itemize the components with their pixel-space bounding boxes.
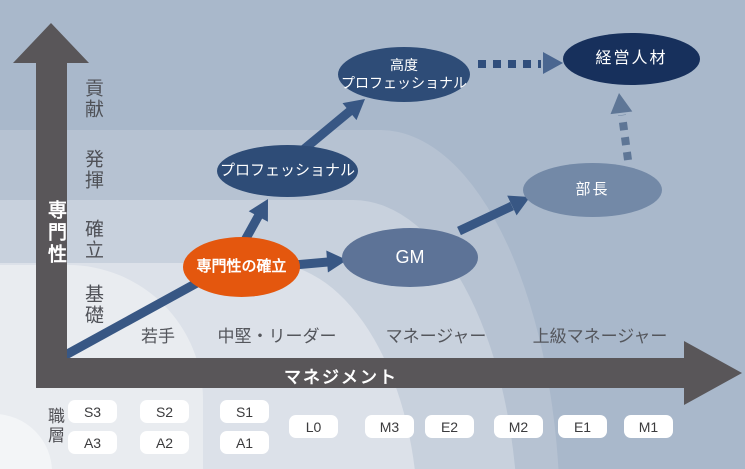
arrow-gm-to-bucho (457, 201, 514, 236)
node-professional: プロフェッショナル (217, 145, 358, 197)
arrowhead-gm-to-bucho (507, 195, 530, 216)
arrowhead-bucho-to-executive (610, 93, 633, 115)
tier-badge-a3: A3 (68, 431, 117, 454)
tier-badge-e2: E2 (425, 415, 474, 438)
node-advanced-line2: プロフェッショナル (341, 74, 467, 91)
tier-badge-s1: S1 (220, 400, 269, 423)
arrowhead-professional-to-advanced (342, 99, 365, 121)
stage-mid-leader: 中堅・リーダー (217, 327, 337, 346)
tier-badge-l0: L0 (289, 415, 338, 438)
stage-manager: マネージャー (385, 327, 487, 346)
node-department-head: 部長 (523, 163, 662, 217)
tier-badge-m1: M1 (624, 415, 673, 438)
y-axis-bar (36, 58, 67, 388)
tier-badge-s3: S3 (68, 400, 117, 423)
x-axis-arrowhead (684, 341, 742, 405)
y-level-demonstrate: 発揮 (82, 149, 103, 191)
y-axis-arrowhead (13, 23, 89, 63)
x-axis-bar (36, 358, 686, 388)
tier-badge-s2: S2 (140, 400, 189, 423)
arrow-origin-to-establish (59, 269, 218, 361)
tier-row-label: 職層 (45, 407, 64, 445)
arrow-professional-to-advanced (300, 107, 353, 154)
y-level-establish: 確立 (82, 219, 103, 261)
node-advanced-professional: 高度 プロフェッショナル (338, 47, 470, 102)
node-specialty-establish: 専門性の確立 (183, 237, 300, 297)
tier-badge-a2: A2 (140, 431, 189, 454)
node-gm: GM (342, 228, 478, 287)
node-advanced-line1: 高度 (390, 57, 418, 73)
stage-young: 若手 (141, 327, 175, 346)
node-executive-talent: 経営人材 (563, 33, 700, 85)
x-axis-title: マネジメント (284, 368, 398, 387)
arrowhead-establish-to-professional (248, 199, 268, 222)
y-axis-title: 専門性 (45, 200, 66, 266)
tier-badge-a1: A1 (220, 431, 269, 454)
tier-badge-e1: E1 (558, 415, 607, 438)
arrowhead-advanced-to-executive (543, 52, 563, 74)
tier-badge-m3: M3 (365, 415, 414, 438)
y-level-basics: 基礎 (82, 284, 103, 326)
arrowhead-establish-to-gm (326, 250, 347, 273)
tier-badge-m2: M2 (494, 415, 543, 438)
stage-senior-manager: 上級マネージャー (532, 327, 668, 346)
y-level-contribution: 貢献 (82, 78, 103, 120)
dashed-arrow-bucho-to-executive (618, 114, 632, 161)
